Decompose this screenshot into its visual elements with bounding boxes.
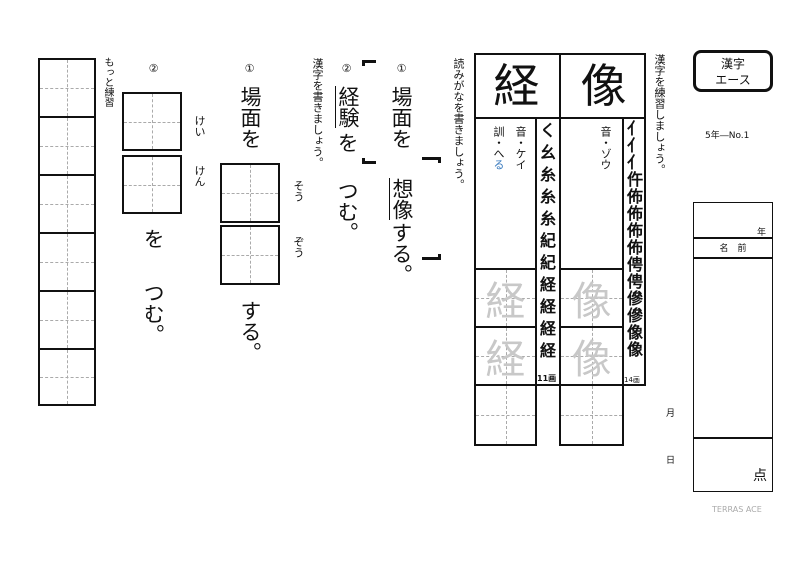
month-label: 月	[666, 409, 676, 419]
stroke-count-2: 11画	[537, 374, 557, 383]
stroke: 経	[539, 341, 556, 360]
practice-instruction: 漢字を練習しましょう。	[653, 54, 666, 175]
kanji-heading-2: 経	[493, 59, 540, 113]
reading-q2-target: 経験	[335, 86, 360, 128]
day-label: 日	[666, 456, 676, 466]
writing-q1-ruby-1: そう	[292, 180, 305, 202]
name-label: 名 前	[719, 244, 747, 254]
stroke: 佈	[626, 187, 643, 206]
reading-instruction: 読みがなを書きましょう。	[452, 58, 465, 190]
writing-q2-box-2[interactable]	[122, 155, 182, 214]
stroke: 経	[539, 319, 556, 338]
writing-q2-particle: を	[141, 228, 165, 249]
kanji-heading-1: 像	[580, 59, 627, 113]
reading-q2-number: ②	[340, 62, 353, 75]
stroke: 傪	[626, 306, 643, 325]
name-field[interactable]	[694, 259, 772, 437]
score-label: 点	[753, 468, 767, 484]
trace-kanji: 経	[485, 279, 526, 325]
stroke: 紀	[539, 253, 556, 272]
writing-q1-box-1[interactable]	[220, 163, 280, 223]
on-reading-2: 音・ケイ	[514, 126, 527, 170]
writing-q1-ruby-2: ぞう	[292, 236, 305, 258]
stroke: 亻	[626, 153, 643, 172]
write-box[interactable]	[474, 384, 537, 446]
stroke: 俜	[626, 272, 643, 291]
stroke: 佈	[626, 238, 643, 257]
reading-q2-answer-bracket[interactable]	[362, 60, 376, 164]
reading-q2-particle: を	[335, 132, 359, 153]
stroke-count-1: 14画	[624, 376, 640, 384]
kun-reading-2: 訓・へる	[490, 126, 506, 170]
trace-kanji: 像	[571, 337, 612, 383]
writing-q2-ruby-2: けん	[193, 165, 206, 187]
writing-instruction: 漢字を書きましょう。	[311, 58, 324, 168]
on-reading-1: 音・ゾウ	[599, 126, 612, 170]
writing-q2-after: つむ。	[141, 282, 165, 345]
sheet-number: 5年―No.1	[705, 131, 750, 141]
reading-q1-before: 場面を	[389, 86, 413, 149]
stroke-order-2: く 幺 糸 糸 糸 紀 紀 経 経 経 経	[537, 120, 559, 362]
stroke: 幺	[539, 143, 556, 162]
stroke: 像	[626, 340, 643, 359]
trace-box[interactable]	[474, 268, 537, 328]
stroke: 糸	[539, 187, 556, 206]
reading-q1-target: 想像	[389, 178, 414, 220]
name-box: 年 名 前 点	[693, 202, 773, 492]
reading-q2-after: つむ。	[335, 180, 359, 243]
writing-q1-box-2[interactable]	[220, 225, 280, 285]
stroke: 糸	[539, 209, 556, 228]
more-practice-box[interactable]	[38, 290, 96, 350]
more-practice-box[interactable]	[38, 116, 96, 176]
grade-label: 年	[756, 228, 766, 238]
stroke: 亻	[626, 119, 643, 138]
logo: 漢字 エース	[693, 50, 773, 92]
trace-box[interactable]	[559, 326, 624, 386]
reading-q1-after: する。	[389, 222, 413, 285]
logo-line2: エース	[715, 73, 751, 87]
writing-q2-box-1[interactable]	[122, 92, 182, 151]
footer-brand: TERRAS ACE	[712, 505, 762, 514]
stroke: く	[539, 121, 556, 140]
kun-prefix: 訓・へ	[492, 126, 505, 159]
reading-q1-answer-bracket[interactable]	[422, 157, 440, 260]
stroke: 仵	[626, 170, 643, 189]
logo-line1: 漢字	[720, 57, 745, 71]
writing-q1-after: する。	[238, 300, 262, 363]
more-practice-box[interactable]	[38, 174, 96, 234]
stroke-order-1: 亻 亻 亻 仵 佈 佈 佈 佈 俜 俜 傪 傪 像 像	[624, 120, 646, 358]
stroke: 佈	[626, 204, 643, 223]
stroke: 経	[539, 297, 556, 316]
stroke: 俜	[626, 255, 643, 274]
more-practice-label: もっと練習	[102, 57, 113, 107]
stroke: 佈	[626, 221, 643, 240]
reading-q1-number: ①	[395, 62, 408, 75]
stroke: 像	[626, 323, 643, 342]
stroke: 紀	[539, 231, 556, 250]
write-box[interactable]	[559, 384, 624, 446]
stroke: 糸	[539, 165, 556, 184]
more-practice-box[interactable]	[38, 232, 96, 292]
writing-q2-number: ②	[147, 62, 160, 75]
more-practice-box[interactable]	[38, 58, 96, 118]
more-practice-box[interactable]	[38, 348, 96, 406]
kun-okurigana: る	[492, 159, 505, 170]
stroke: 経	[539, 275, 556, 294]
writing-q1-before: 場面を	[238, 86, 262, 149]
trace-kanji: 像	[571, 279, 612, 325]
stroke: 傪	[626, 289, 643, 308]
trace-kanji: 経	[485, 337, 526, 383]
writing-q1-number: ①	[243, 62, 256, 75]
stroke: 亻	[626, 136, 643, 155]
writing-q2-ruby-1: けい	[193, 115, 206, 137]
